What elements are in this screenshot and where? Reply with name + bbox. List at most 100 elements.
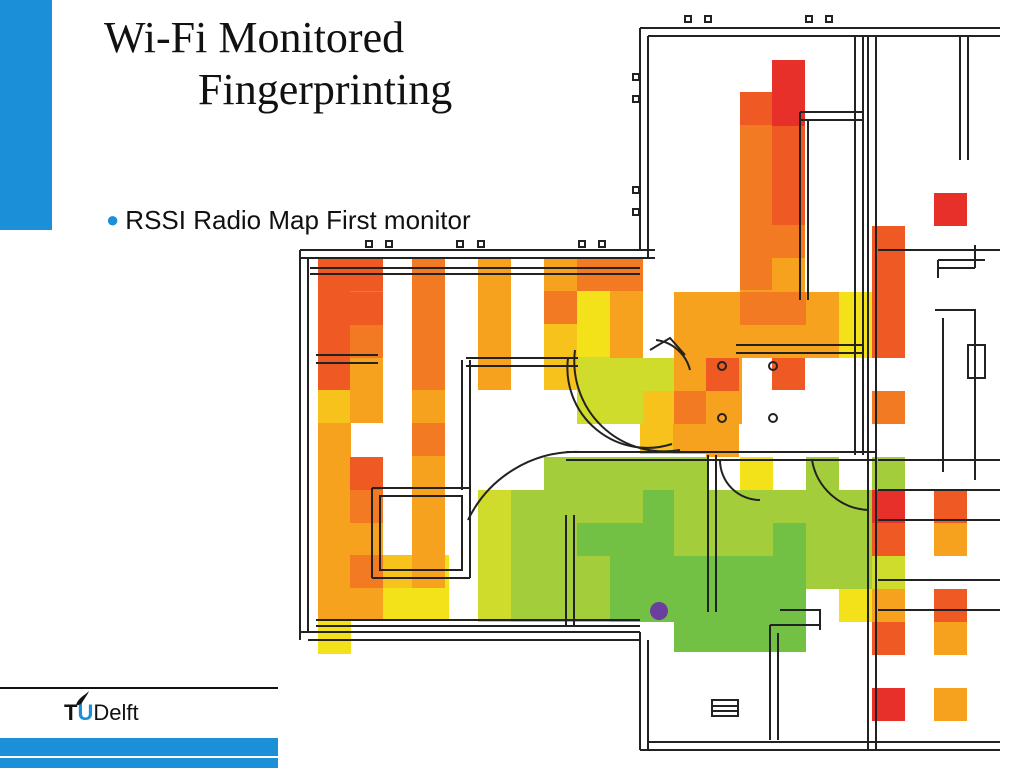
rssi-cell: [544, 457, 577, 490]
title-line-2: Fingerprinting: [198, 65, 453, 114]
wall: [649, 336, 691, 371]
rssi-cell: [610, 324, 643, 357]
rssi-cell: [478, 357, 511, 390]
rssi-cell: [707, 589, 740, 622]
pillar: [768, 413, 778, 423]
rssi-cell: [610, 291, 643, 324]
rssi-cell: [544, 490, 577, 523]
rssi-cell: [676, 457, 709, 490]
rssi-cell: [934, 490, 967, 523]
rssi-cell: [350, 325, 383, 358]
rssi-cell: [350, 555, 383, 588]
rssi-cell: [773, 523, 806, 556]
rssi-cell: [318, 588, 351, 621]
flame-icon: [76, 691, 89, 705]
bullet-dot-icon: ●: [106, 207, 120, 232]
wall: [300, 249, 655, 259]
wall: [719, 459, 761, 501]
rssi-cell: [934, 523, 967, 556]
rssi-cell: [707, 556, 740, 589]
rssi-cell: [511, 523, 544, 556]
logo-t: T: [64, 700, 78, 725]
wall: [805, 15, 813, 23]
rssi-cell: [839, 589, 872, 622]
rssi-cell: [478, 589, 511, 622]
wall: [632, 208, 640, 216]
rssi-cell: [350, 357, 383, 390]
rssi-cell: [544, 589, 577, 622]
rssi-cell: [872, 523, 905, 556]
monitor-location-marker[interactable]: [650, 602, 668, 620]
rssi-cell: [740, 457, 773, 490]
bullet-text: RSSI Radio Map First monitor: [125, 205, 471, 235]
rssi-cell: [773, 292, 806, 325]
rssi-cell: [839, 490, 872, 523]
rssi-cell: [412, 522, 445, 555]
rssi-cell: [318, 456, 351, 489]
rssi-heatmap: [318, 60, 967, 721]
rssi-cell: [773, 556, 806, 589]
rssi-cell: [412, 357, 445, 390]
wall: [811, 459, 869, 511]
rssi-cell: [806, 523, 839, 556]
rssi-cell: [610, 457, 643, 490]
rssi-cell: [577, 490, 610, 523]
wall: [711, 699, 739, 717]
rssi-cell: [544, 324, 577, 357]
rssi-cell: [740, 158, 773, 191]
rssi-cell: [872, 457, 905, 490]
rssi-cell: [872, 391, 905, 424]
logo-name: Delft: [93, 700, 139, 725]
rssi-cell: [350, 457, 383, 490]
wall: [639, 27, 1000, 258]
rssi-cell: [740, 556, 773, 589]
rssi-cell: [577, 324, 610, 357]
rssi-cell: [577, 556, 610, 589]
rssi-cell: [674, 523, 707, 556]
wall: [598, 240, 606, 248]
rssi-cell: [511, 589, 544, 622]
rssi-cell: [610, 490, 643, 523]
pillar: [717, 361, 727, 371]
rssi-cell: [610, 391, 643, 424]
pillar: [768, 361, 778, 371]
rssi-cell: [412, 423, 445, 456]
rssi-cell: [872, 622, 905, 655]
wall: [461, 360, 471, 490]
rssi-cell: [934, 622, 967, 655]
rssi-cell: [610, 556, 643, 589]
rssi-cell: [707, 325, 740, 358]
wall: [316, 619, 640, 627]
rssi-cell: [412, 456, 445, 489]
rssi-cell: [740, 490, 773, 523]
rssi-cell: [318, 423, 351, 456]
wall: [632, 73, 640, 81]
rssi-cell: [740, 224, 773, 257]
wall: [935, 309, 976, 480]
footer-band-lower: [0, 758, 278, 768]
rssi-cell: [350, 292, 383, 325]
rssi-cell: [872, 325, 905, 358]
rssi-cell: [674, 292, 707, 325]
rssi-cell: [673, 424, 706, 454]
wall: [566, 357, 673, 449]
rssi-cell: [872, 490, 905, 523]
rssi-cell: [577, 523, 610, 556]
rssi-cell: [806, 292, 839, 325]
rssi-cell: [318, 357, 351, 390]
rssi-cell: [934, 193, 967, 226]
rssi-cell: [412, 390, 445, 423]
title-line-1: Wi-Fi Monitored: [104, 13, 405, 62]
rssi-cell: [577, 291, 610, 324]
wall: [578, 240, 586, 248]
rssi-cell: [412, 555, 445, 588]
rssi-cell: [350, 490, 383, 523]
rssi-cell: [478, 556, 511, 589]
rssi-cell: [872, 556, 905, 589]
footer-band: [0, 738, 278, 756]
wall: [565, 515, 575, 625]
wall: [959, 36, 969, 160]
wall: [466, 357, 578, 367]
wall: [878, 249, 1000, 611]
